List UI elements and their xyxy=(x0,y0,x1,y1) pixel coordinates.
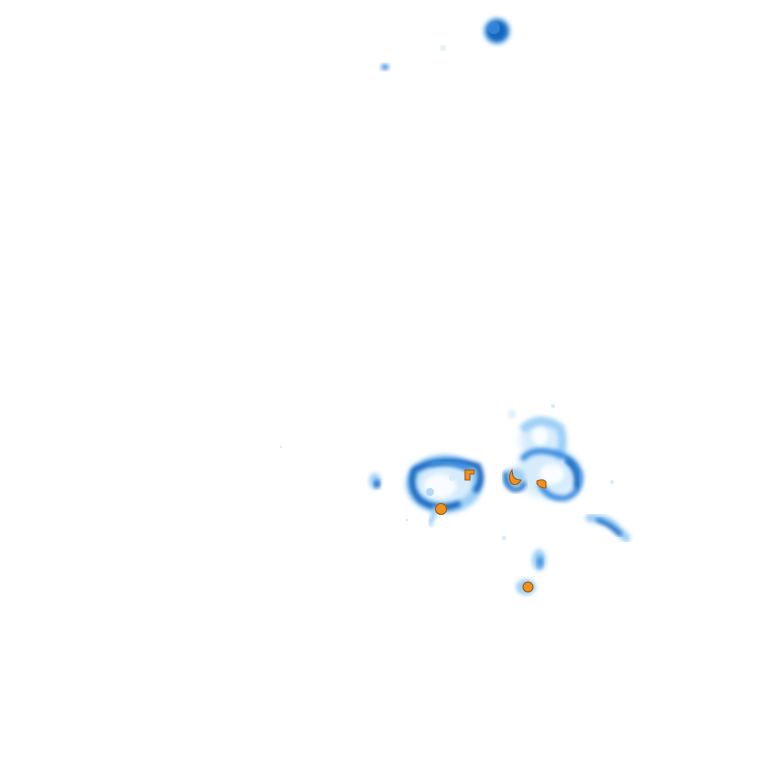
marker-5 xyxy=(522,581,534,593)
marker-4 xyxy=(536,479,547,489)
speck-top-small xyxy=(441,46,445,50)
speck-top-left xyxy=(381,64,389,70)
markers xyxy=(435,468,547,593)
marker-3 xyxy=(509,468,522,485)
speck-far-left xyxy=(279,445,283,449)
marker-1 xyxy=(435,503,447,515)
small-blob-left xyxy=(369,473,381,489)
marker-6 xyxy=(469,470,473,474)
blob-top xyxy=(483,17,511,45)
cluster-right xyxy=(503,404,584,502)
streak-right xyxy=(585,480,631,543)
